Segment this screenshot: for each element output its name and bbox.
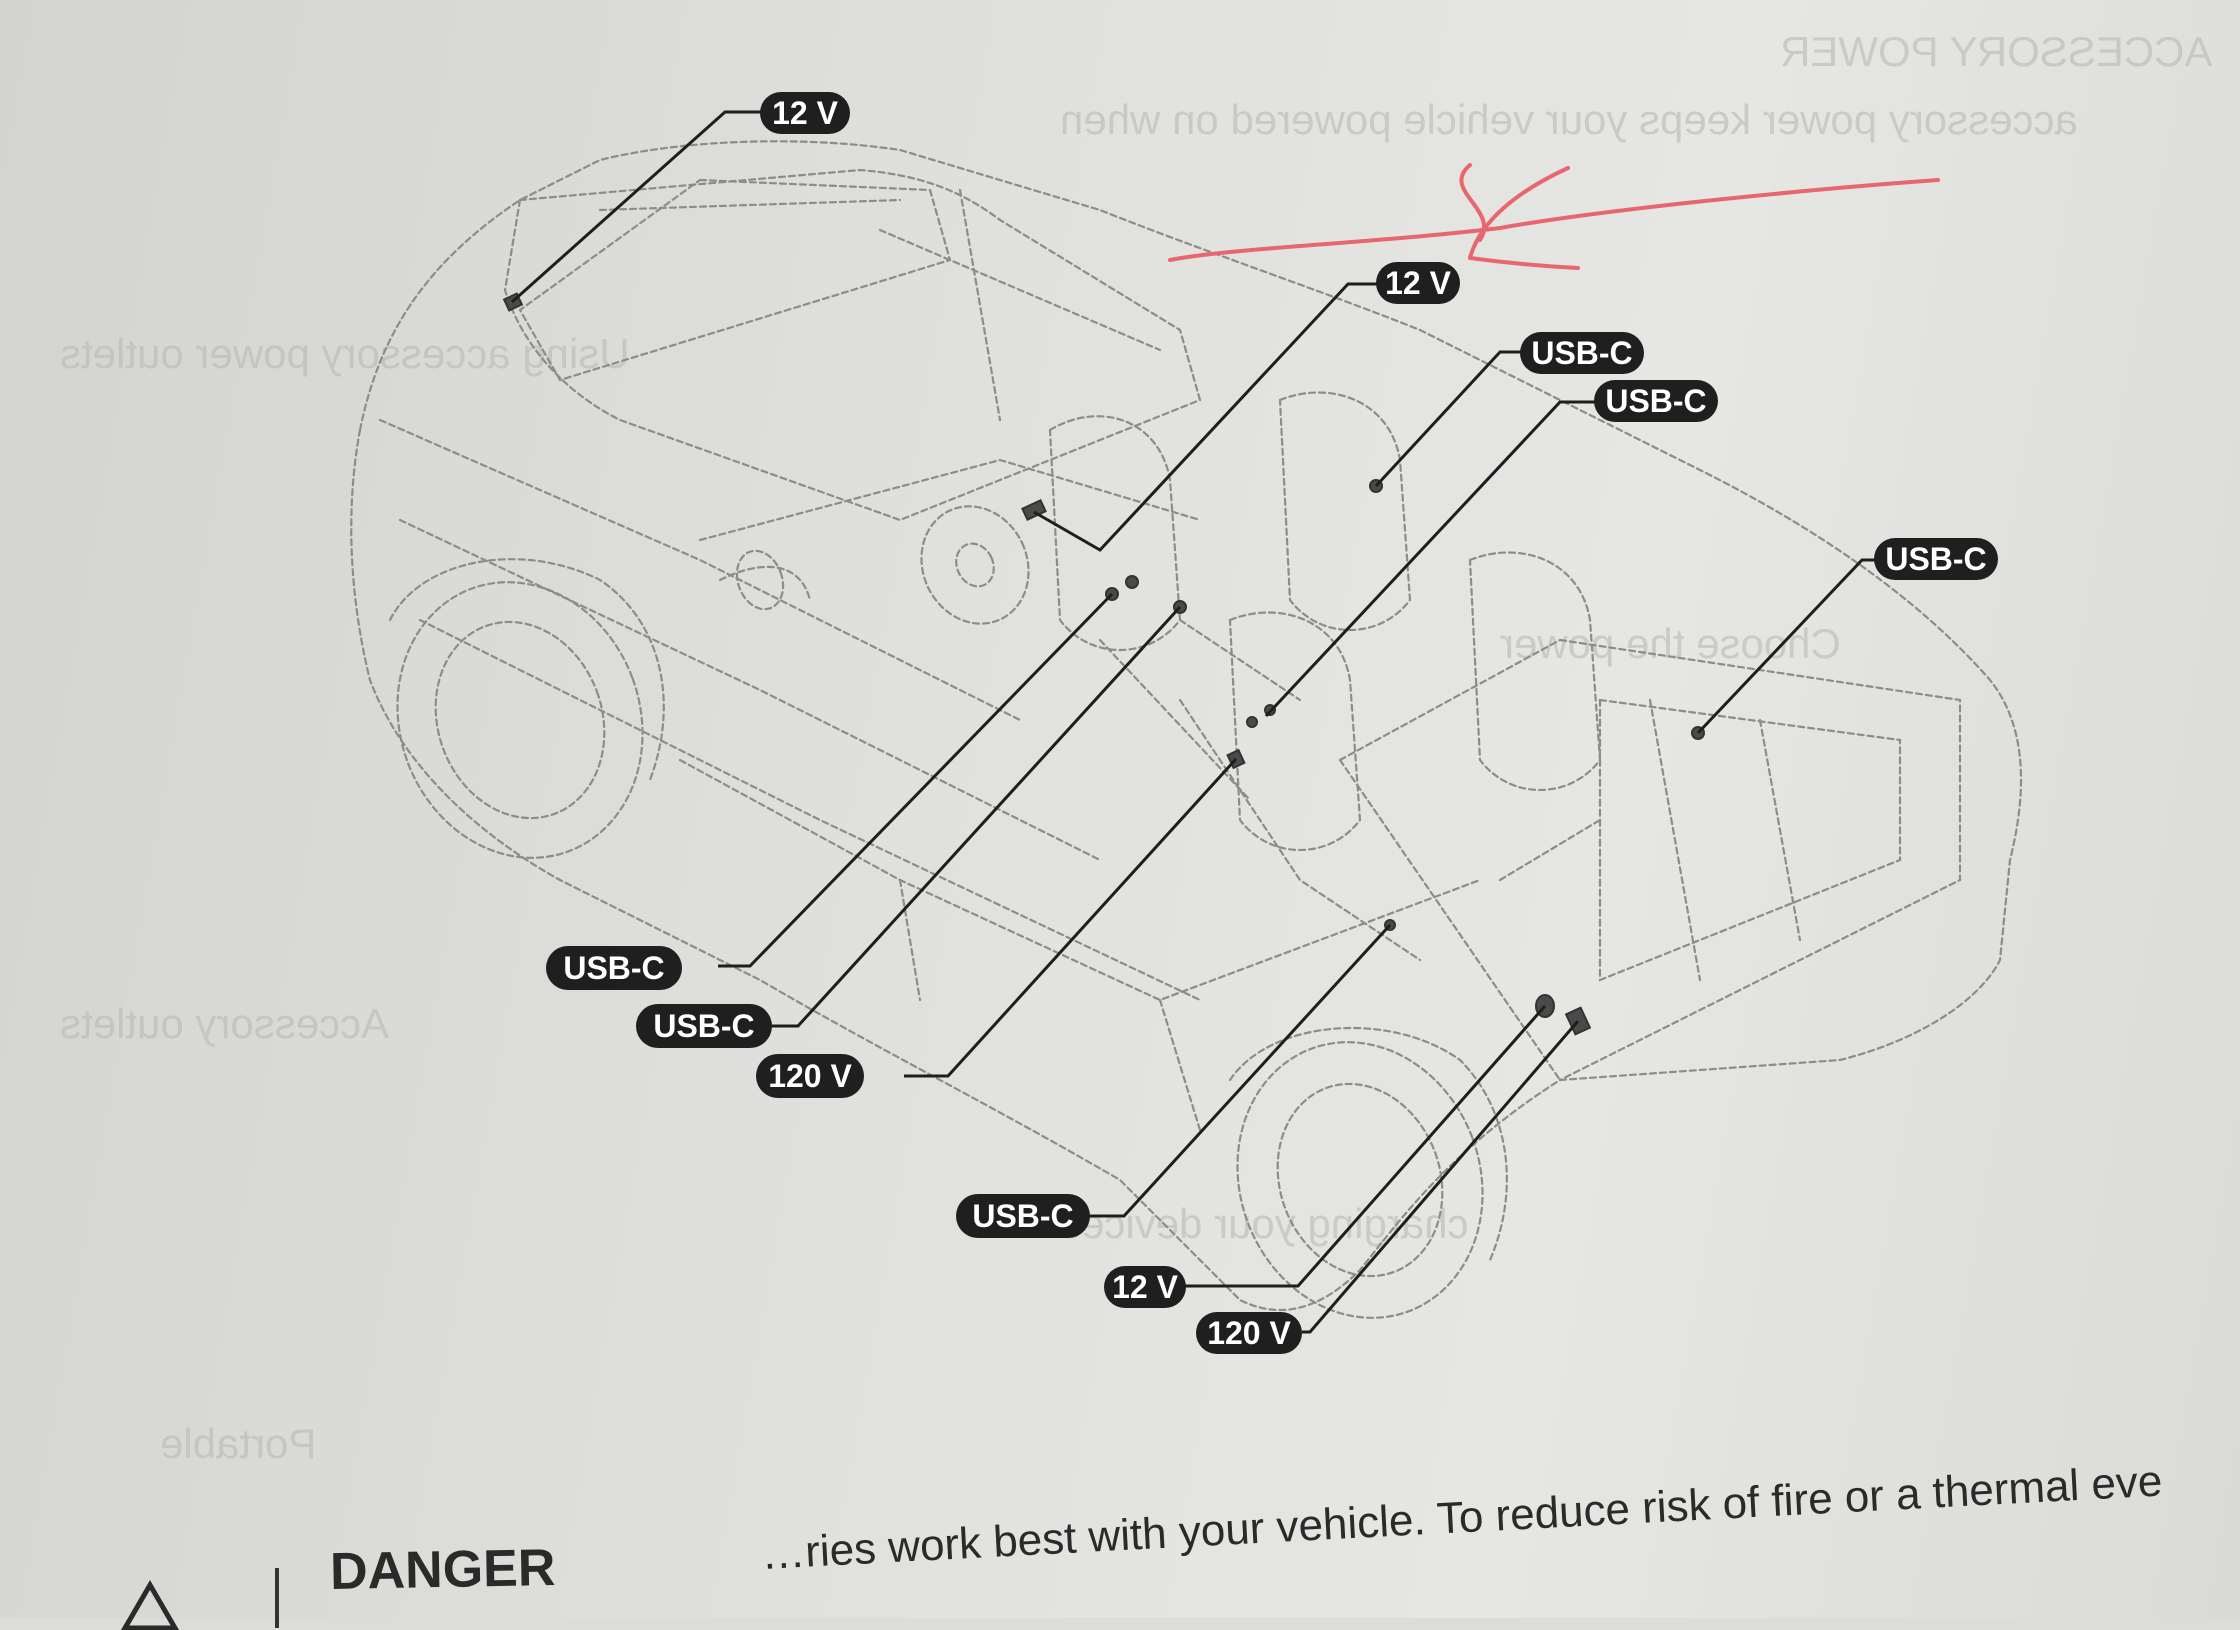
callout-label: 120 V	[768, 1058, 852, 1094]
outlet-console-rear-usbc-a	[1246, 716, 1258, 728]
vehicle-line-drawing	[350, 140, 2023, 1319]
callout-rear-usbc: USB-C	[956, 1194, 1090, 1238]
danger-divider	[275, 1568, 279, 1628]
callout-label: 12 V	[1385, 265, 1451, 301]
callout-label: USB-C	[1885, 541, 1986, 577]
callout-bed-120v: 120 V	[1196, 1312, 1302, 1354]
warning-triangle-icon	[120, 1580, 180, 1630]
callout-console-usbc-right: USB-C	[636, 1004, 772, 1048]
callout-front-12v: 12 V	[1376, 262, 1460, 304]
callout-front-usbc: USB-C	[1520, 332, 1644, 374]
callout-bed-12v: 12 V	[1104, 1266, 1186, 1308]
callout-console-rear-usbc: USB-C	[1594, 380, 1718, 422]
callout-label: USB-C	[653, 1008, 754, 1044]
callout-label: USB-C	[1605, 383, 1706, 419]
leader-lines	[511, 110, 1880, 1334]
red-arrow-annotation	[1168, 163, 1940, 270]
outlet-markers	[502, 292, 1705, 1036]
callout-bed-usbc: USB-C	[1874, 538, 1998, 580]
outlet-console-usbc-right	[1125, 575, 1139, 589]
callout-label: USB-C	[972, 1198, 1073, 1234]
danger-heading: DANGER	[329, 1539, 556, 1601]
callout-console-usbc-left: USB-C	[546, 946, 682, 990]
callout-label: USB-C	[1531, 335, 1632, 371]
callout-console-120v: 120 V	[756, 1054, 864, 1098]
outlet-front-12v	[1021, 499, 1047, 521]
callout-dash-12v: 12 V	[760, 92, 850, 134]
callout-label: USB-C	[563, 950, 664, 986]
callout-label: 120 V	[1207, 1315, 1291, 1351]
callout-label: 12 V	[1112, 1269, 1178, 1305]
callout-label: 12 V	[772, 95, 838, 131]
